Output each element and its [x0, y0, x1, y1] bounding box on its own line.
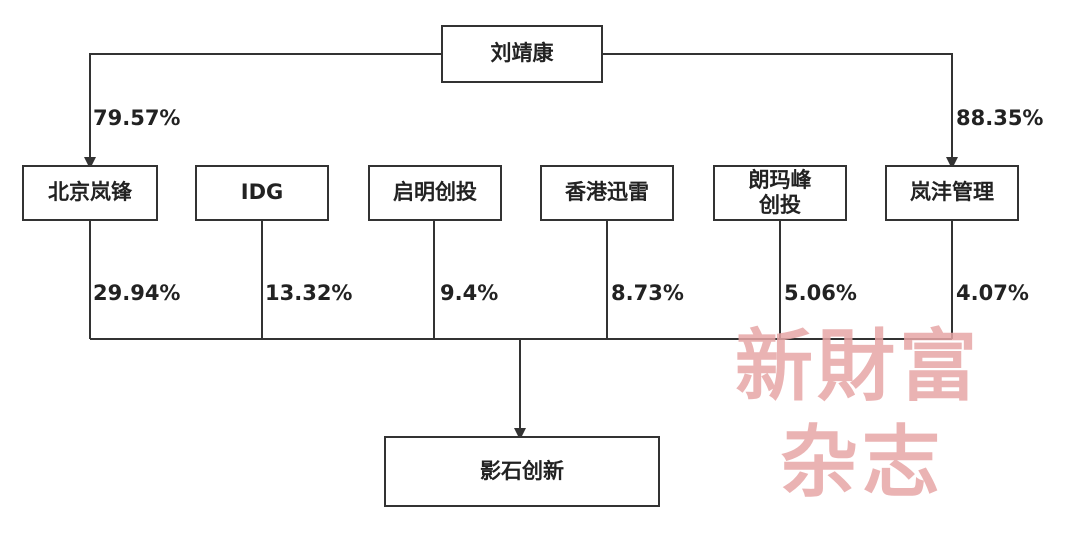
node-lanfeng-guanli-label: 岚沣管理 [910, 180, 994, 205]
node-xunlei-label: 香港迅雷 [565, 180, 649, 205]
node-top: 刘靖康 [441, 25, 603, 83]
node-qiming: 启明创投 [368, 165, 502, 221]
node-idg: IDG [195, 165, 329, 221]
pct-xunlei: 8.73% [611, 281, 684, 305]
node-top-label: 刘靖康 [490, 41, 554, 66]
pct-langmafeng: 5.06% [784, 281, 857, 305]
node-lanfeng-guanli: 岚沣管理 [885, 165, 1019, 221]
edge-top-to-beijing-lanfeng [84, 53, 441, 169]
node-idg-label: IDG [240, 180, 284, 205]
pct-qiming: 9.4% [440, 281, 499, 305]
pct-beijing-lanfeng: 29.94% [93, 281, 181, 305]
node-langmafeng-label-line2: 创投 [759, 193, 801, 217]
pct-lanfeng-guanli: 4.07% [956, 281, 1029, 305]
watermark-line1: 新財富 [735, 321, 982, 412]
pct-idg: 13.32% [265, 281, 353, 305]
node-xunlei: 香港迅雷 [540, 165, 674, 221]
node-langmafeng-label-line1: 朗玛峰 [748, 167, 812, 192]
node-qiming-label: 启明创投 [393, 180, 477, 205]
node-beijing-lanfeng-label: 北京岚锋 [48, 180, 132, 205]
edge-top-to-lanfeng-guanli [603, 53, 958, 169]
node-beijing-lanfeng: 北京岚锋 [22, 165, 158, 221]
node-bottom-label: 影石创新 [480, 458, 564, 483]
pct-top-to-beijing-lanfeng: 79.57% [93, 106, 181, 130]
pct-top-to-lanfeng-guanli: 88.35% [956, 106, 1044, 130]
watermark-line2: 杂志 [780, 417, 945, 508]
node-langmafeng: 朗玛峰 创投 [713, 165, 847, 221]
node-bottom: 影石创新 [384, 436, 660, 507]
